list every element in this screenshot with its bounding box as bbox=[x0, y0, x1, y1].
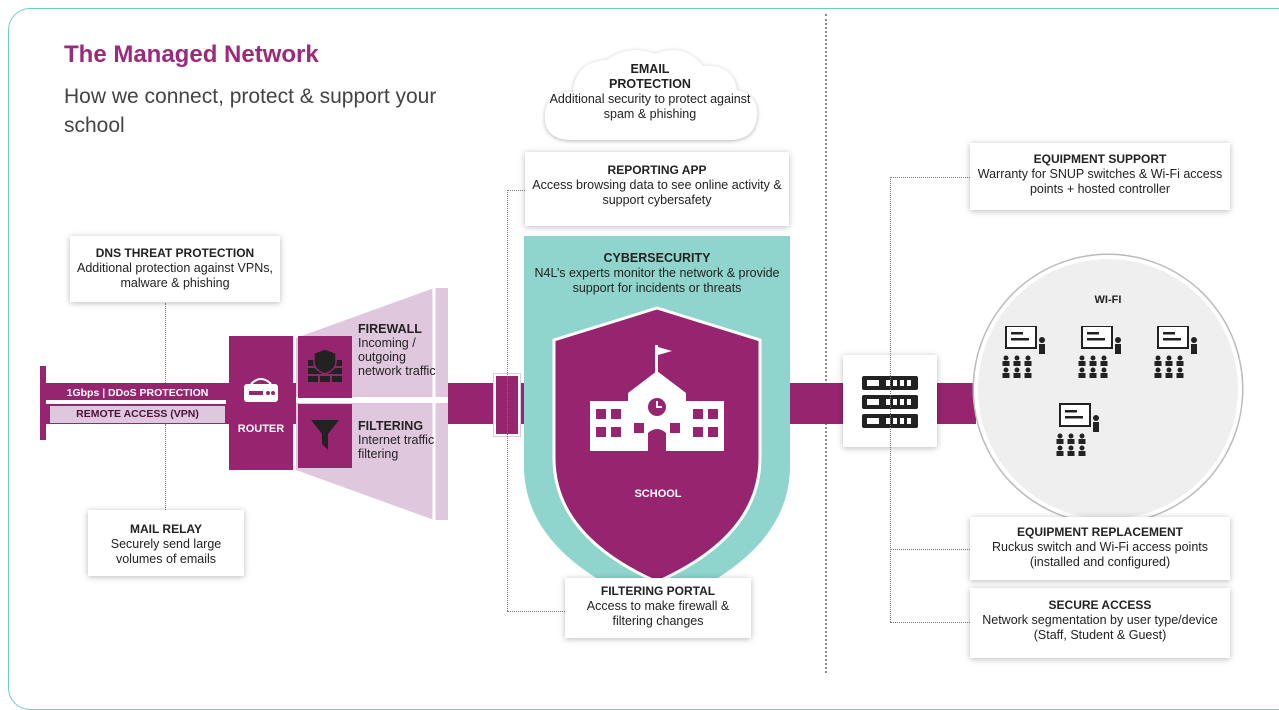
portal-title: FILTERING PORTAL bbox=[600, 584, 716, 598]
filtering-label: FILTERING Internet traffic filtering bbox=[358, 419, 448, 461]
filter-icon bbox=[311, 420, 339, 450]
equipment-replacement-text: Ruckus switch and Wi-Fi access points (i… bbox=[991, 540, 1209, 569]
email-protection: EMAIL PROTECTION Additional security to … bbox=[548, 62, 752, 122]
cyber-text: N4L’s experts monitor the network & prov… bbox=[534, 266, 780, 295]
dns-connector bbox=[165, 303, 166, 383]
pipe-highlight bbox=[46, 400, 226, 404]
filtering-portal-card: FILTERING PORTAL Access to make firewall… bbox=[565, 578, 751, 638]
pipe-label-vpn: REMOTE ACCESS (VPN) bbox=[50, 406, 225, 423]
equipment-support-title: EQUIPMENT SUPPORT bbox=[1033, 152, 1167, 166]
secure-access-text: Network segmentation by user type/device… bbox=[982, 613, 1218, 642]
school-label: SCHOOL bbox=[634, 488, 682, 500]
right-connector-v bbox=[890, 177, 891, 622]
mail-connector bbox=[165, 424, 166, 510]
section-divider bbox=[825, 14, 827, 673]
portal-text: Access to make firewall & filtering chan… bbox=[586, 599, 730, 628]
cloud-icon bbox=[544, 50, 758, 140]
firewall-title: FIREWALL bbox=[358, 322, 422, 336]
dns-text: Additional protection against VPNs, malw… bbox=[77, 261, 273, 290]
router-icon bbox=[244, 378, 278, 402]
router-label: ROUTER bbox=[237, 423, 285, 435]
equipment-replacement-title: EQUIPMENT REPLACEMENT bbox=[1016, 525, 1183, 539]
secure-connector-h bbox=[890, 622, 970, 623]
support-connector-h bbox=[890, 177, 970, 178]
router-block bbox=[229, 336, 293, 470]
firewall-label: FIREWALL Incoming / outgoing network tra… bbox=[358, 322, 448, 378]
mail-title: MAIL RELAY bbox=[129, 522, 202, 536]
equipment-replacement-card: EQUIPMENT REPLACEMENT Ruckus switch and … bbox=[970, 517, 1230, 580]
reporting-connector-h bbox=[507, 190, 525, 191]
cybersecurity-label: CYBERSECURITY N4L’s experts monitor the … bbox=[528, 251, 786, 296]
replacement-connector-h bbox=[890, 549, 970, 550]
filtering-title: FILTERING bbox=[358, 419, 424, 433]
secure-access-title: SECURE ACCESS bbox=[1048, 598, 1152, 612]
reporting-connector-v bbox=[507, 190, 508, 611]
reporting-title: REPORTING APP bbox=[607, 163, 707, 177]
cyber-title: CYBERSECURITY bbox=[603, 251, 711, 265]
equipment-support-card: EQUIPMENT SUPPORT Warranty for SNUP swit… bbox=[970, 143, 1230, 210]
dns-title: DNS THREAT PROTECTION bbox=[95, 246, 255, 260]
secure-access-card: SECURE ACCESS Network segmentation by us… bbox=[970, 588, 1230, 658]
email-title: EMAIL PROTECTION bbox=[609, 62, 691, 91]
mail-text: Securely send large volumes of emails bbox=[110, 537, 222, 566]
email-text: Additional security to protect against s… bbox=[549, 92, 751, 121]
reporting-app-card: REPORTING APP Access browsing data to se… bbox=[525, 152, 789, 226]
network-pipe-left bbox=[40, 366, 46, 440]
dns-threat-protection-card: DNS THREAT PROTECTION Additional protect… bbox=[70, 236, 280, 302]
mail-relay-card: MAIL RELAY Securely send large volumes o… bbox=[88, 510, 244, 576]
wifi-label: WI-FI bbox=[1094, 294, 1122, 306]
wifi-zone bbox=[974, 255, 1242, 523]
school-icon bbox=[590, 345, 724, 451]
classroom-icon bbox=[1001, 326, 1198, 457]
firewall-text: Incoming / outgoing network traffic bbox=[358, 336, 436, 378]
page-subtitle: How we connect, protect & support your s… bbox=[64, 85, 437, 137]
reporting-text: Access browsing data to see online activ… bbox=[532, 178, 782, 207]
equipment-support-text: Warranty for SNUP switches & Wi-Fi acces… bbox=[977, 167, 1223, 196]
filtering-text: Internet traffic filtering bbox=[358, 433, 435, 461]
portal-connector-h bbox=[507, 611, 565, 612]
firewall-icon bbox=[308, 348, 342, 382]
pipe-label-bandwidth: 1Gbps | DDoS PROTECTION bbox=[66, 387, 209, 399]
page-title: The Managed Network bbox=[64, 41, 319, 68]
